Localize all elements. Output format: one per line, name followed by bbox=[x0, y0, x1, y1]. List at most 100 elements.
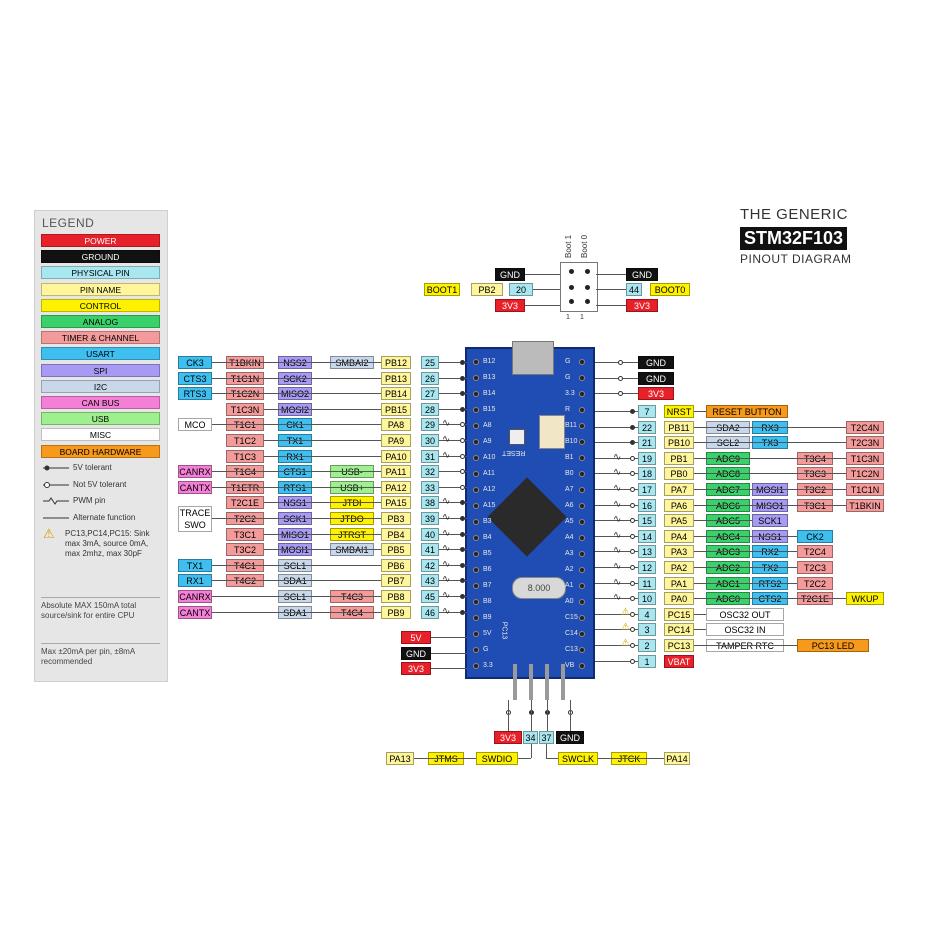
connector-line bbox=[439, 502, 467, 503]
legend-item: BOARD HARDWARE bbox=[41, 444, 160, 458]
left-pin-label: CANTX bbox=[178, 481, 212, 494]
not-tolerant-icon bbox=[630, 627, 635, 632]
swd-pin bbox=[561, 664, 565, 700]
not-tolerant-icon bbox=[630, 612, 635, 617]
legend-item: SPI bbox=[41, 363, 160, 377]
boot-right-label: 44 bbox=[626, 283, 642, 296]
connector-line bbox=[694, 629, 706, 630]
boot-pin bbox=[569, 299, 574, 304]
pin-hole bbox=[473, 487, 479, 493]
connector-line bbox=[212, 596, 381, 597]
boot-left-label: BOOT1 bbox=[424, 283, 460, 296]
not-tolerant-icon bbox=[460, 454, 465, 459]
swd-top-label: GND bbox=[556, 731, 584, 744]
silk-label: A15 bbox=[483, 502, 496, 509]
connector-line bbox=[595, 536, 638, 537]
connector-line bbox=[595, 598, 638, 599]
connector-line bbox=[595, 377, 638, 379]
legend-symbol-label: 5V tolerant bbox=[73, 463, 112, 472]
connector-line bbox=[595, 473, 638, 474]
pin-hole bbox=[579, 631, 585, 637]
right-pin-label: T2C3 bbox=[797, 561, 833, 574]
mcu-chip bbox=[487, 477, 567, 557]
boot-pin bbox=[585, 285, 590, 290]
left-pin-label: PB3 bbox=[381, 512, 411, 525]
pwm-icon: ∿ bbox=[442, 418, 451, 429]
connector-line bbox=[212, 393, 381, 394]
legend-warning-text: PC13,PC14,PC15: Sink max 3mA, source 0mA… bbox=[65, 529, 150, 558]
silk-label: 5V bbox=[483, 630, 492, 637]
silk-label: G bbox=[565, 358, 571, 365]
legend-item: GROUND bbox=[41, 250, 160, 264]
right-power-label: 3V3 bbox=[638, 387, 674, 401]
left-pin-label: PA11 bbox=[381, 465, 411, 478]
swd-bottom-left-label: SWDIO bbox=[476, 752, 518, 765]
right-pin-label: 15 bbox=[638, 514, 656, 527]
tolerant-5v-icon bbox=[630, 409, 635, 414]
pwm-icon: ∿ bbox=[442, 496, 451, 507]
connector-line bbox=[694, 583, 797, 584]
right-pin-label: 3 bbox=[638, 623, 656, 636]
left-pin-label: RTS3 bbox=[178, 387, 212, 400]
swd-pin bbox=[545, 664, 549, 700]
pin-hole bbox=[473, 535, 479, 541]
right-pin-label: 13 bbox=[638, 545, 656, 558]
open-symbol-icon bbox=[43, 481, 69, 488]
legend-note-total: Absolute MAX 150mA total source/sink for… bbox=[41, 597, 160, 637]
connector-line bbox=[212, 487, 381, 488]
pwm-icon: ∿ bbox=[613, 592, 622, 603]
not-tolerant-icon bbox=[460, 422, 465, 427]
connector-line bbox=[595, 551, 638, 552]
boot-right-label: BOOT0 bbox=[650, 283, 690, 296]
left-pin-label: CTS3 bbox=[178, 372, 212, 385]
pwm-icon: ∿ bbox=[442, 543, 451, 554]
pwm-icon: ∿ bbox=[613, 545, 622, 556]
right-pin-label: 10 bbox=[638, 592, 656, 605]
silk-label: 3.3 bbox=[565, 390, 575, 397]
right-pin-label: T1C2N bbox=[846, 467, 884, 480]
left-pin-label: PB9 bbox=[381, 606, 411, 619]
left-pin-label: PB6 bbox=[381, 559, 411, 572]
right-pin-label: OSC32 IN bbox=[706, 623, 784, 636]
right-pin-label: PC15 bbox=[664, 608, 694, 621]
reset-button bbox=[509, 429, 525, 445]
pin-hole bbox=[579, 375, 585, 381]
left-pin-label: 29 bbox=[421, 418, 439, 431]
right-pin-label: PC13 bbox=[664, 639, 694, 652]
right-pin-label: T1C1N bbox=[846, 483, 884, 496]
boot-left-label: PB2 bbox=[471, 283, 503, 296]
silk-label: C13 bbox=[565, 646, 578, 653]
right-pin-label: CK2 bbox=[797, 530, 833, 543]
pwm-icon: ∿ bbox=[442, 450, 451, 461]
left-pin-label: T2C1E bbox=[226, 496, 264, 509]
pin-hole bbox=[473, 631, 479, 637]
pin-hole bbox=[579, 535, 585, 541]
pwm-icon: ∿ bbox=[613, 483, 622, 494]
right-pin-label: PA6 bbox=[664, 499, 694, 512]
right-pin-label: 4 bbox=[638, 608, 656, 621]
pwm-icon: ∿ bbox=[442, 528, 451, 539]
not-tolerant-icon bbox=[630, 503, 635, 508]
left-pin-label: T3C1 bbox=[226, 528, 264, 541]
silk-label: B14 bbox=[483, 390, 496, 397]
left-pin-label: 41 bbox=[421, 543, 439, 556]
legend-title: LEGEND bbox=[42, 216, 95, 230]
connector-line bbox=[595, 520, 638, 521]
right-pin-label: PA7 bbox=[664, 483, 694, 496]
left-pin-label: PB13 bbox=[381, 372, 411, 385]
left-pin-label: PB14 bbox=[381, 387, 411, 400]
boot-left-label: 3V3 bbox=[495, 299, 525, 312]
pwm-icon: ∿ bbox=[442, 606, 451, 617]
connector-line bbox=[694, 520, 752, 521]
right-pin-label: T2C3N bbox=[846, 436, 884, 449]
silk-label: A12 bbox=[483, 486, 496, 493]
boot-col-number: 1 bbox=[566, 314, 570, 321]
silk-label: B4 bbox=[483, 534, 492, 541]
right-pin-label: PC14 bbox=[664, 623, 694, 636]
not-tolerant-icon bbox=[630, 659, 635, 664]
left-pin-label: 45 bbox=[421, 590, 439, 603]
connector-line bbox=[212, 565, 381, 566]
connector-line bbox=[694, 411, 706, 412]
silk-label: VB bbox=[565, 662, 575, 669]
legend-item: POWER bbox=[41, 234, 160, 247]
